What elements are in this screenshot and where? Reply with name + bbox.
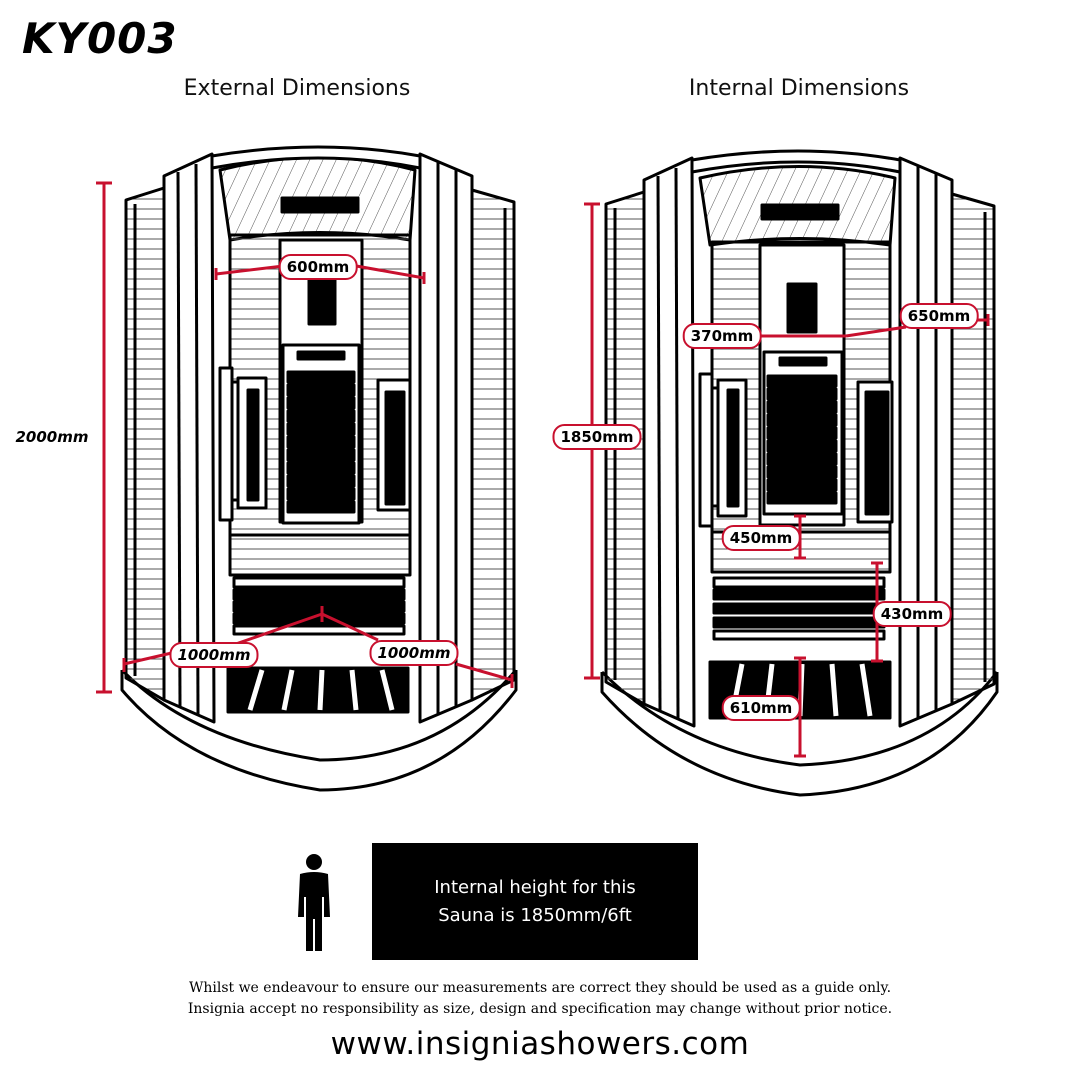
internal-dimensions-heading: Internal Dimensions: [688, 76, 910, 101]
info-box-line-1: Internal height for this: [434, 876, 636, 898]
external-dimensions-heading: External Dimensions: [183, 76, 411, 101]
disclaimer: Whilst we endeavour to ensure our measur…: [0, 978, 1080, 1020]
external-sauna-outline: [120, 145, 518, 792]
external-dimension-lines: [96, 181, 514, 694]
external-height-label: 2000mm: [15, 428, 89, 446]
internal-height-info-box: Internal height for this Sauna is 1850mm…: [372, 843, 698, 960]
external-width-left-tag: 1000mm: [169, 642, 259, 668]
internal-depth-tag: 650mm: [899, 303, 979, 329]
product-title: KY003: [22, 14, 178, 63]
website-link[interactable]: www.insigniashowers.com: [330, 1026, 750, 1062]
disclaimer-line-2: Insignia accept no responsibility as siz…: [187, 1001, 893, 1017]
internal-bench-gap-tag: 450mm: [721, 525, 801, 551]
internal-height-tag: 1850mm: [552, 424, 642, 450]
info-box-line-2: Sauna is 1850mm/6ft: [438, 904, 632, 926]
external-width-right-tag: 1000mm: [369, 640, 459, 666]
internal-floor-depth-tag: 610mm: [721, 695, 801, 721]
internal-bench-height-tag: 430mm: [872, 601, 952, 627]
internal-back-width-tag: 370mm: [682, 323, 762, 349]
person-icon: [298, 854, 330, 951]
disclaimer-line-1: Whilst we endeavour to ensure our measur…: [188, 980, 892, 996]
external-depth-tag: 600mm: [278, 254, 358, 280]
